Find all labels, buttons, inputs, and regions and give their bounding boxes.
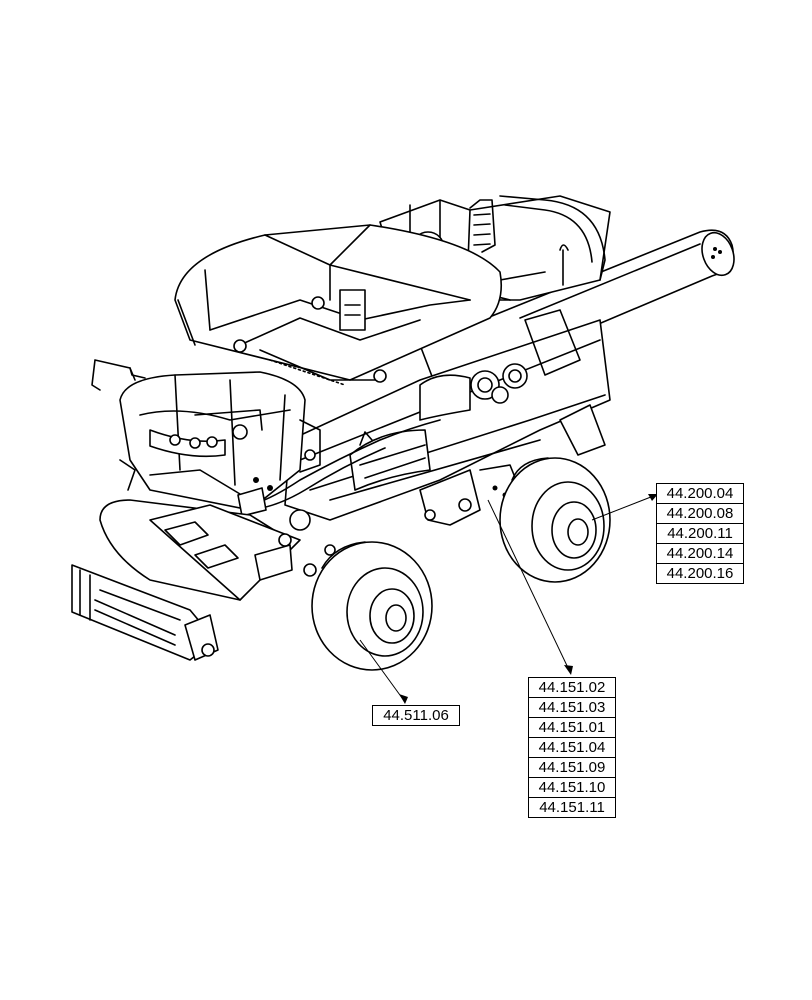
unloading-auger	[419, 229, 735, 393]
callout-axle-references: 44.151.02 44.151.03 44.151.01 44.151.04 …	[528, 677, 616, 818]
callout-front-wheel-hub: 44.511.06	[372, 705, 460, 726]
reference-code[interactable]: 44.151.10	[529, 777, 615, 797]
reference-code[interactable]: 44.151.02	[538, 679, 606, 696]
reference-code[interactable]: 44.151.01	[529, 717, 615, 737]
callout-rear-wheel-references: 44.200.04 44.200.08 44.200.11 44.200.14 …	[656, 483, 744, 584]
operator-cab	[91, 359, 321, 511]
reference-code[interactable]: 44.151.03	[529, 697, 615, 717]
reference-code[interactable]: 44.200.04	[666, 485, 734, 502]
front-axle-feeder	[99, 499, 336, 601]
grain-tank	[174, 224, 503, 386]
reference-code[interactable]: 44.511.06	[383, 707, 449, 724]
front-wheel	[311, 541, 433, 671]
reference-code[interactable]: 44.200.14	[657, 543, 743, 563]
leader-lines	[359, 494, 658, 704]
rear-wheel	[499, 457, 611, 583]
reference-code[interactable]: 44.151.09	[529, 757, 615, 777]
reference-code[interactable]: 44.200.11	[657, 523, 743, 543]
reference-code[interactable]: 44.200.16	[657, 563, 743, 583]
reference-code[interactable]: 44.151.11	[529, 797, 615, 817]
reference-code[interactable]: 44.200.08	[657, 503, 743, 523]
reference-code[interactable]: 44.151.04	[529, 737, 615, 757]
wiring-harness	[237, 419, 441, 517]
header	[71, 564, 219, 661]
